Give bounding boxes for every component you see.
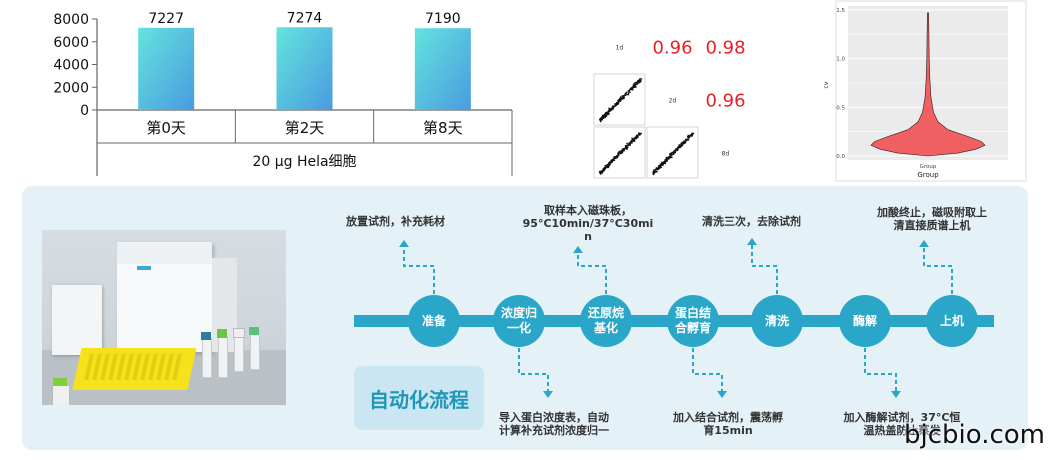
workflow-node <box>926 295 978 347</box>
bar-value-label: 7227 <box>148 11 184 27</box>
workflow-node <box>408 295 460 347</box>
diag-label: 8d <box>722 151 730 158</box>
violin-x-label: Group <box>917 171 939 179</box>
connector-line <box>751 240 778 294</box>
violin-y-tick: 1.5 <box>836 8 845 14</box>
violin-y-tick: 1.0 <box>836 57 845 63</box>
bar-chart: 0 2000 4000 6000 8000 7227 第0天 7274 第2天 7190 第8天 2… <box>53 10 513 176</box>
workflow-node <box>493 295 545 347</box>
workflow-title: 自动化流程 <box>354 366 484 430</box>
scatter-points <box>652 132 695 176</box>
bar <box>276 27 333 111</box>
workflow-node-label: 清洗 <box>764 313 789 328</box>
correlation-value: 0.98 <box>705 38 745 59</box>
arrow-head <box>399 240 409 247</box>
violin-x-tick: Group <box>920 164 937 170</box>
bar-value-label: 7274 <box>287 10 323 26</box>
scatter-points <box>599 78 643 123</box>
category-label: 第8天 <box>423 119 463 137</box>
workflow-node-label: 准备 <box>421 313 446 328</box>
arrow-head <box>573 246 583 253</box>
scatter-cell-frame <box>646 126 699 179</box>
y-tick-label: 2000 <box>53 80 89 96</box>
bar-chart-marks: 7227 第0天 7274 第2天 7190 第8天 20 μg Hela细胞 <box>138 10 471 170</box>
workflow-node <box>839 295 891 347</box>
connector-line <box>923 242 953 294</box>
arrow-head <box>891 391 901 398</box>
workflow-note: 清洗三次，去除试剂 <box>702 215 801 228</box>
arrow-head <box>543 391 553 398</box>
bar <box>138 27 195 110</box>
y-tick-label: 6000 <box>53 35 89 51</box>
correlation-value: 0.96 <box>705 91 745 112</box>
workflow-node <box>751 295 803 347</box>
scatter-labels: 1d 2d 8d 0.96 0.98 0.96 <box>616 38 746 158</box>
workflow-node-label: 浓度归一化 <box>500 306 537 335</box>
bar-chart-axes: 0 2000 4000 6000 8000 <box>53 12 513 176</box>
arrow-head <box>747 238 757 245</box>
workflow-node-label: 还原烷基化 <box>587 306 624 335</box>
connector-line <box>692 348 723 396</box>
y-tick-label: 4000 <box>53 58 89 74</box>
workflow-node-label: 上机 <box>939 313 964 328</box>
diag-label: 2d <box>669 98 677 105</box>
bar <box>414 28 471 110</box>
category-label: 第0天 <box>146 119 186 137</box>
scatter-cell-frame <box>593 126 646 179</box>
connector-line <box>403 242 435 294</box>
workflow-note: 加酸终止，磁吸附取上清直接质谱上机 <box>877 206 987 232</box>
scatter-cell-frame <box>593 73 646 126</box>
correlation-value: 0.96 <box>652 38 692 59</box>
workflow-note: 放置试剂，补充耗材 <box>346 215 445 228</box>
connector-line <box>864 348 897 396</box>
diag-label: 1d <box>616 45 624 52</box>
y-tick-label: 0 <box>80 103 89 119</box>
bar-value-label: 7190 <box>425 11 461 27</box>
connector-line <box>577 248 607 294</box>
y-tick-label: 8000 <box>53 12 89 28</box>
watermark: bjcbio.com <box>904 420 1045 450</box>
arrow-head <box>919 240 929 247</box>
product-photo <box>42 230 286 405</box>
category-label: 第2天 <box>285 119 325 137</box>
workflow-node <box>580 295 632 347</box>
workflow-node-label: 酶解 <box>852 313 877 328</box>
violin-y-label: cv <box>823 81 830 88</box>
scatter-cells <box>593 73 699 179</box>
workflow-node <box>667 295 719 347</box>
workflow-node-label: 蛋白结合孵育 <box>674 306 711 335</box>
violin-shape <box>870 12 986 157</box>
workflow-note: 加入结合试剂，震荡孵育15min <box>673 411 783 437</box>
group-label: 20 μg Hela细胞 <box>252 154 356 170</box>
connector-line <box>518 348 549 396</box>
scatter-points <box>598 132 642 175</box>
arrow-head <box>717 391 727 398</box>
workflow-note: 加入酶解试剂，37°C恒温热盖防止蒸发 <box>843 411 961 437</box>
violin-y-tick: 0.5 <box>836 105 845 111</box>
violin-y-tick: 0.0 <box>836 154 845 160</box>
scatter-matrix: 1d 2d 8d 0.96 0.98 0.96 <box>593 38 746 179</box>
workflow-note: 导入蛋白浓度表，自动计算补充试剂浓度归一 <box>499 411 609 437</box>
